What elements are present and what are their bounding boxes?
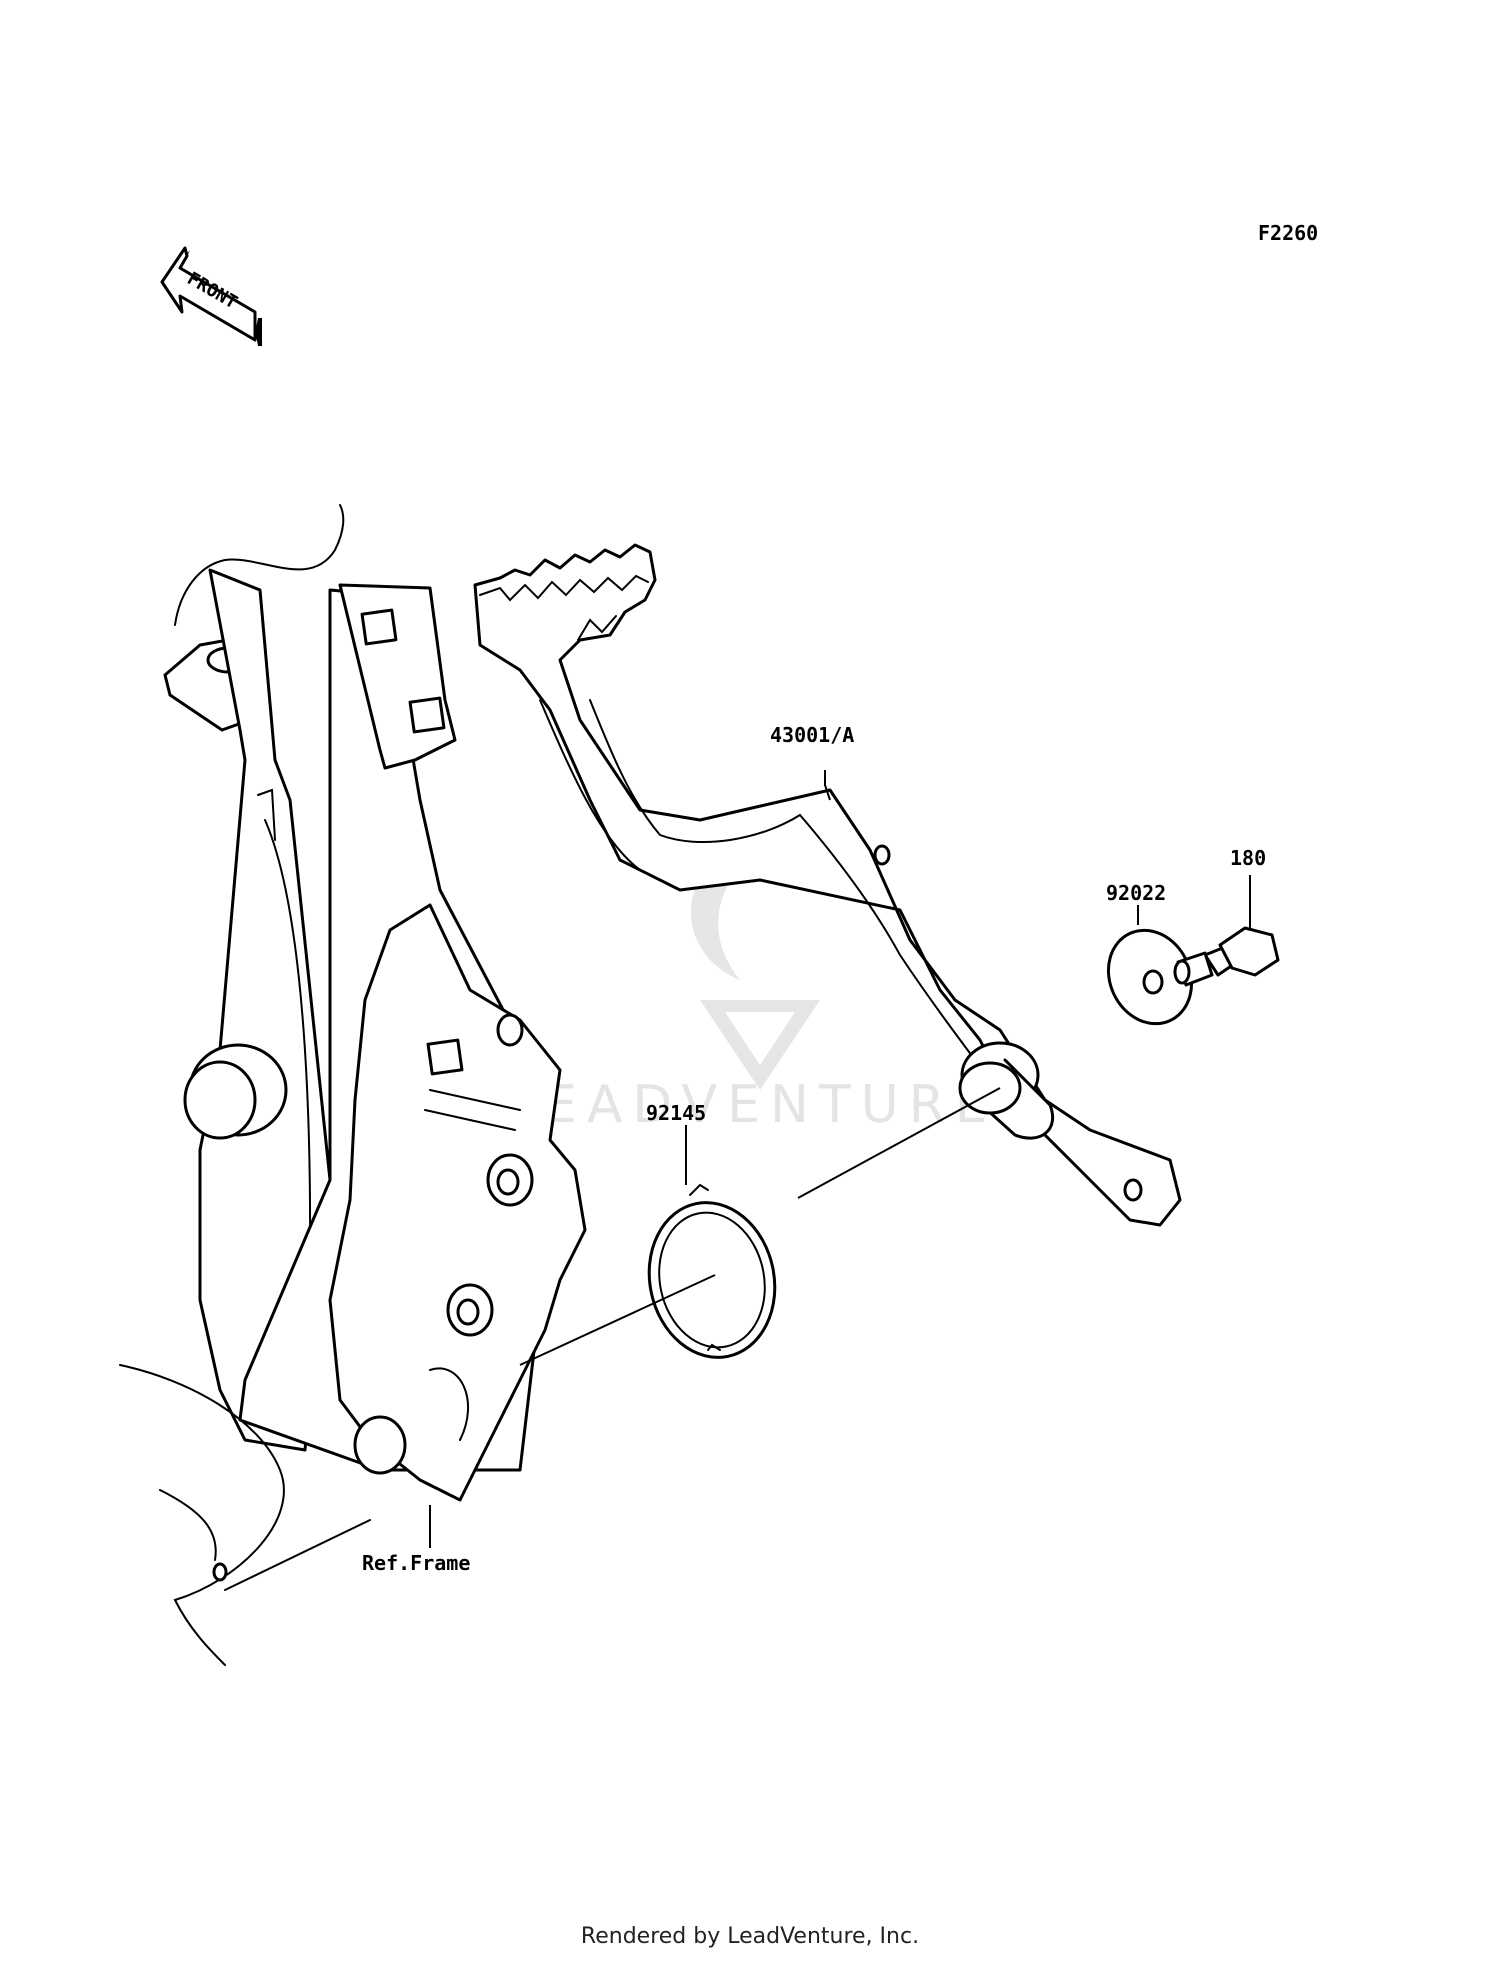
watermark-logo: LEADVENTURE: [505, 835, 998, 1135]
frame-reference-drawing: [119, 504, 587, 1666]
callout-92145: 92145: [646, 1101, 706, 1125]
footer-credit: Rendered by LeadVenture, Inc.: [580, 1924, 920, 1949]
callout-43001-a: 43001/A: [770, 723, 854, 747]
leader-43001: [824, 770, 831, 801]
front-arrow-icon: FRONT: [160, 246, 262, 346]
watermark-text: LEADVENTURE: [505, 1075, 998, 1135]
bolt-drawing: [1173, 926, 1280, 987]
assembly-line-pedal: [797, 1087, 1001, 1199]
brake-pedal-drawing: [473, 543, 1182, 1227]
callout-180: 180: [1230, 846, 1266, 870]
figure-code: F2260: [1258, 221, 1318, 245]
callout-92022: 92022: [1106, 881, 1166, 905]
callout-ref-frame: Ref.Frame: [362, 1551, 470, 1575]
return-spring-drawing: [647, 1183, 777, 1359]
assembly-line-frame: [519, 1274, 716, 1366]
leader-lines: [429, 770, 1251, 1548]
